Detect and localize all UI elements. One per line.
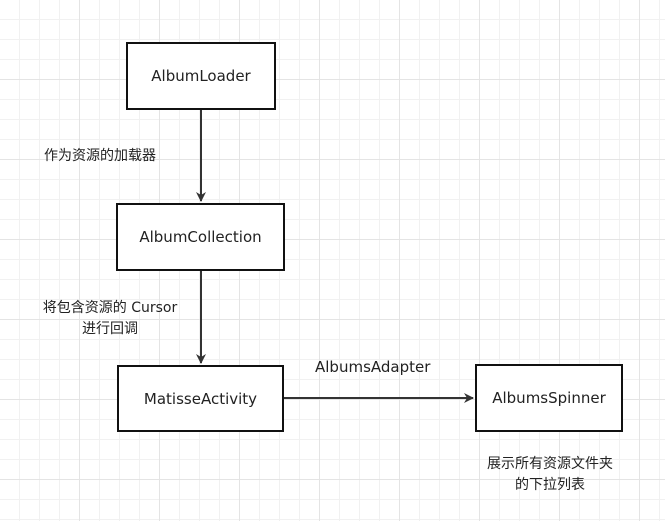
edge-label-loader-to-collection: 作为资源的加载器 <box>44 148 156 164</box>
node-albums-spinner[interactable]: AlbumsSpinner <box>475 364 623 432</box>
edge-label-collection-to-activity-line2: 进行回调 <box>82 321 138 337</box>
node-album-loader[interactable]: AlbumLoader <box>126 42 276 110</box>
node-matisse-activity[interactable]: MatisseActivity <box>117 365 284 432</box>
note-albums-spinner: 展示所有资源文件夹 的下拉列表 <box>470 454 630 496</box>
edge-label-activity-to-spinner: AlbumsAdapter <box>315 358 431 376</box>
note-albums-spinner-line1: 展示所有资源文件夹 <box>487 456 613 472</box>
edge-label-collection-to-activity-line1: 将包含资源的 Cursor <box>42 300 178 316</box>
node-album-collection[interactable]: AlbumCollection <box>116 203 285 271</box>
edge-label-collection-to-activity: 将包含资源的 Cursor 进行回调 <box>28 298 192 340</box>
note-albums-spinner-line2: 的下拉列表 <box>515 477 585 493</box>
